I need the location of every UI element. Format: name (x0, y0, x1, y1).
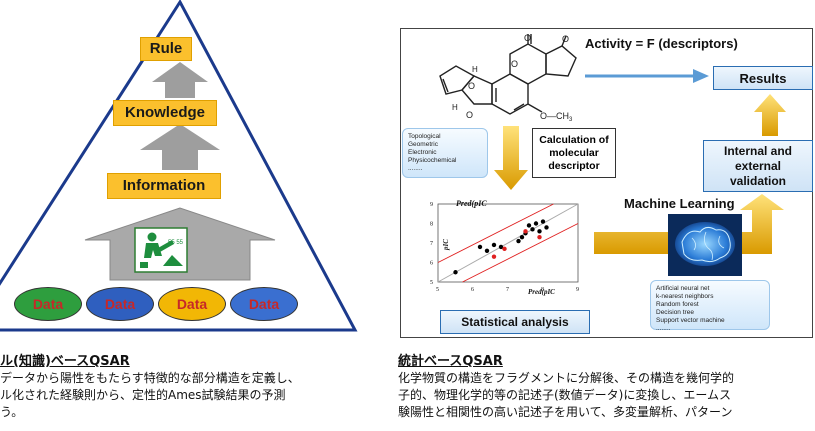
calculation-box: Calculation of molecular descriptor (532, 128, 616, 178)
ml-method-2: k-nearest neighbors (656, 293, 714, 300)
scatter-point (516, 238, 521, 244)
plot-xlabel: Pred(pIC (528, 288, 555, 296)
scatter-point (519, 234, 525, 240)
x-tick-label: 6 (471, 287, 474, 293)
descriptor-type-5: ........ (408, 165, 423, 172)
ml-method-1: Artificial neural net (656, 285, 710, 292)
left-section-title: ル(知識)ベースQSAR (0, 354, 130, 369)
scatter-point (544, 225, 549, 230)
scatter-point (498, 244, 504, 250)
methoxy-label: O—CH (540, 111, 569, 121)
scatter-point (453, 270, 458, 275)
scatter-point (502, 246, 507, 252)
ml-methods-box: Artificial neural net k-nearest neighbor… (650, 280, 770, 332)
right-line-2: 子的、物理化学的等の記述子(数値データ)に変換し、エームス (398, 388, 732, 402)
ml-method-3: Random forest (656, 301, 699, 308)
validation-box: Internal and external validation (703, 140, 813, 192)
y-tick-label: 8 (430, 222, 433, 228)
svg-text:O: O (562, 34, 569, 44)
svg-text:H: H (452, 103, 458, 112)
descriptor-type-3: Electronic (408, 149, 437, 156)
left-section-body: データから陽性をもたらす特徴的な部分構造を定義し、 ル化された経験則から、定性的… (0, 370, 380, 421)
scatter-point (540, 219, 546, 224)
x-tick-label: 5 (436, 287, 439, 293)
svg-text:O: O (524, 33, 531, 43)
scatter-point (537, 229, 542, 234)
y-tick-label: 9 (430, 202, 433, 208)
construction-worker-icon (140, 232, 183, 268)
plot-title: Pred(pIC (456, 199, 487, 208)
scatter-point (526, 223, 532, 228)
svg-text:O: O (466, 110, 473, 120)
scatter-point (530, 227, 535, 232)
ml-method-6: ........ (656, 325, 671, 332)
right-line-1: 化学物質の構造をフラグメントに分解後、その構造を幾何学的 (398, 371, 735, 385)
worker-sign-text: 55 55 (168, 240, 184, 246)
left-line-1: データから陽性をもたらす特徴的な部分構造を定義し、 (0, 371, 300, 385)
descriptor-type-1: Topological (408, 133, 441, 140)
brain-icon (668, 214, 742, 276)
level-rule: Rule (140, 37, 192, 61)
svg-text:3: 3 (569, 117, 573, 122)
lower-bound-line (462, 223, 579, 283)
activity-formula: Activity = F (descriptors) (585, 36, 738, 51)
identity-line (437, 203, 579, 283)
left-line-2: ル化された経験則から、定性的Ames試験結果の予測 (0, 388, 286, 402)
scatter-points (453, 219, 549, 275)
machine-learning-label: Machine Learning (624, 196, 735, 211)
right-section-title: 統計ベースQSAR (398, 354, 503, 369)
svg-text:O: O (468, 81, 475, 91)
data-node-4: Data (230, 287, 298, 321)
scatter-plot: 5 6 7 8 9 5 6 7 8 9 Pred(pIC Pred(pIC pIC (430, 199, 579, 296)
data-node-3: Data (158, 287, 226, 321)
upper-bound-line (437, 203, 554, 263)
level-information: Information (107, 173, 221, 199)
plot-ylabel: pIC (442, 239, 450, 251)
x-tick-label: 9 (576, 287, 579, 293)
scatter-point (537, 234, 542, 240)
scatter-point (523, 229, 528, 234)
descriptor-types-box: Topological Geometric Electronic Physico… (402, 128, 488, 178)
svg-text:H: H (472, 65, 478, 74)
ml-method-4: Decision tree (656, 309, 694, 316)
descriptor-type-4: Physicochemical (408, 157, 457, 164)
molecule-structure: O O O O O H H O—CH 3 (439, 33, 577, 122)
arrow-up-2 (140, 124, 220, 170)
arrow-up-1 (152, 62, 208, 98)
arrow-right-results (585, 69, 709, 83)
right-section-body: 化学物質の構造をフラグメントに分解後、その構造を幾何学的 子的、物理化学的等の記… (398, 370, 815, 421)
y-tick-label: 6 (430, 261, 433, 267)
arrow-up-results (754, 94, 786, 136)
statistical-analysis-box: Statistical analysis (440, 310, 590, 334)
level-knowledge: Knowledge (113, 100, 217, 126)
scatter-point (533, 221, 539, 226)
results-box: Results (713, 66, 813, 90)
x-tick-label: 8 (541, 287, 544, 293)
scatter-point (491, 242, 497, 248)
right-line-3: 験陽性と相関性の高い記述子を用いて、多変量解析、パターン (398, 405, 733, 419)
scatter-point (484, 248, 490, 253)
pyramid-diagram: 55 55 (0, 0, 358, 332)
svg-text:O: O (511, 59, 518, 69)
x-tick-label: 7 (506, 287, 509, 293)
descriptor-type-2: Geometric (408, 141, 438, 148)
data-node-2: Data (86, 287, 154, 321)
scatter-fit-lines (437, 203, 579, 283)
data-node-1: Data (14, 287, 82, 321)
y-tick-label: 7 (430, 241, 433, 247)
scatter-point (491, 254, 497, 259)
ml-method-5: Support vector machine (656, 317, 725, 324)
left-line-3: う。 (0, 405, 24, 419)
y-tick-label: 5 (430, 280, 433, 286)
scatter-point (477, 244, 483, 250)
arrow-down-calc (494, 126, 528, 190)
